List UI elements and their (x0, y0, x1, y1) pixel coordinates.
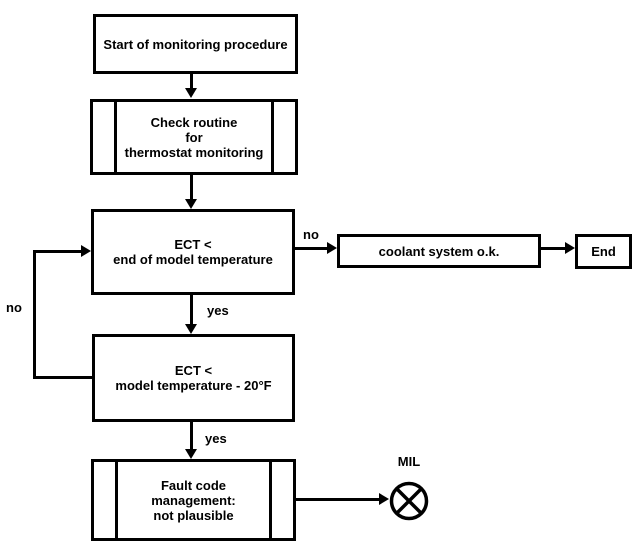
check-routine-label: Check routine for thermostat monitoring (124, 114, 264, 160)
ect-model-label: ECT < model temperature - 20°F (115, 363, 272, 393)
start-box: Start of monitoring procedure (93, 14, 298, 74)
fault-code-label: Fault code management: not plausible (151, 477, 236, 523)
subroutine-side-line (114, 102, 117, 172)
edge-label-no: no (6, 300, 22, 315)
subroutine-side-line (269, 462, 272, 538)
arrowhead-right-icon (81, 245, 91, 257)
arrowhead-down-icon (185, 324, 197, 334)
connector-line (33, 250, 36, 379)
edge-label-yes: yes (205, 431, 227, 446)
arrowhead-down-icon (185, 88, 197, 98)
end-box: End (575, 234, 632, 269)
subroutine-side-line (115, 462, 118, 538)
end-box-label: End (591, 244, 616, 259)
ect-end-label: ECT < end of model temperature (113, 237, 273, 267)
connector-line (541, 247, 565, 250)
subroutine-side-line (271, 102, 274, 172)
mil-lamp-icon (389, 481, 429, 521)
connector-line (190, 175, 193, 199)
start-box-label: Start of monitoring procedure (103, 36, 288, 52)
arrowhead-right-icon (565, 242, 575, 254)
connector-line (295, 247, 327, 250)
subroutine-box-check-routine: Check routine for thermostat monitoring (90, 99, 298, 175)
mil-label: MIL (397, 454, 421, 469)
subroutine-box-fault-code: Fault code management: not plausible (91, 459, 296, 541)
decision-box-ect-model: ECT < model temperature - 20°F (92, 334, 295, 422)
connector-line (33, 250, 81, 253)
edge-label-no: no (303, 227, 319, 242)
process-box-coolant-ok: coolant system o.k. (337, 234, 541, 268)
arrowhead-right-icon (327, 242, 337, 254)
arrowhead-down-icon (185, 199, 197, 209)
coolant-ok-label: coolant system o.k. (378, 243, 500, 259)
connector-line (33, 376, 92, 379)
connector-line (190, 74, 193, 90)
connector-line (190, 422, 193, 449)
connector-line (190, 295, 193, 324)
arrowhead-down-icon (185, 449, 197, 459)
arrowhead-right-icon (379, 493, 389, 505)
edge-label-yes: yes (207, 303, 229, 318)
connector-line (296, 498, 379, 501)
decision-box-ect-end: ECT < end of model temperature (91, 209, 295, 295)
